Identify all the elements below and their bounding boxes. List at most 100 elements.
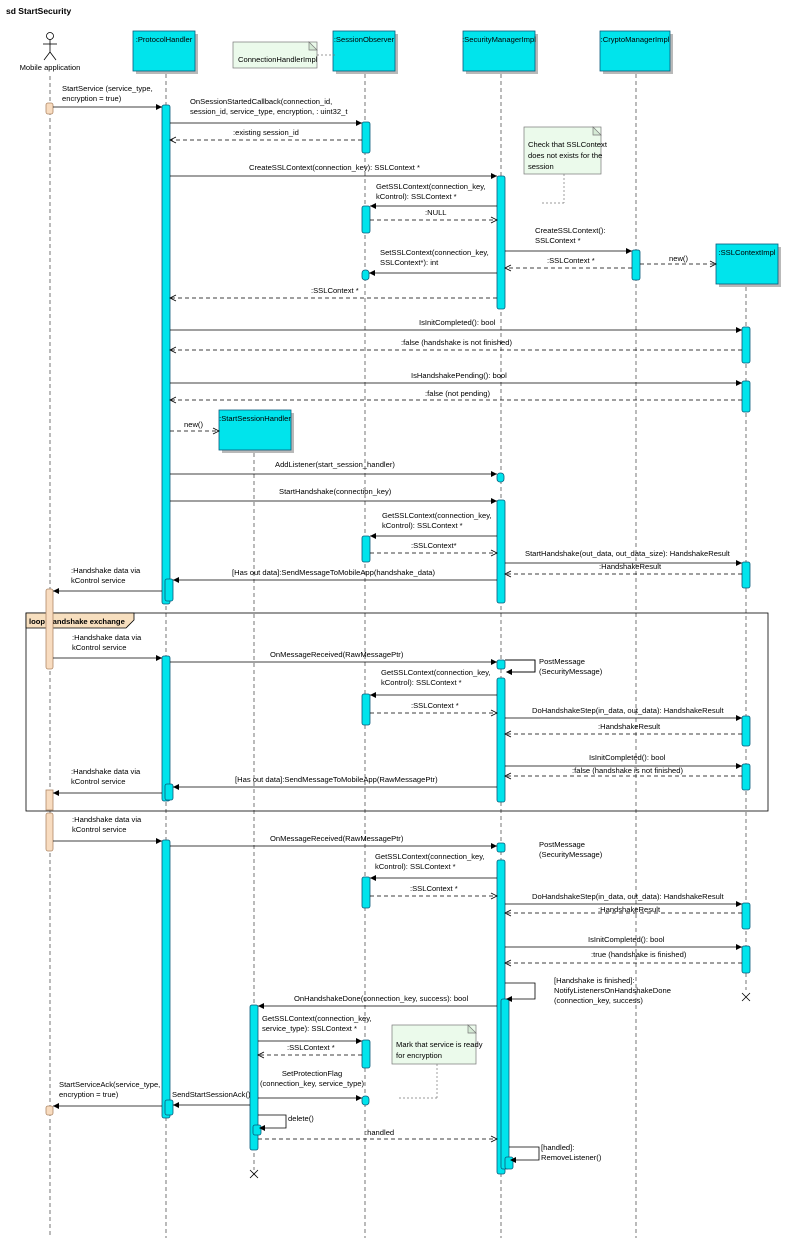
message-7-label: SSLContext * (535, 236, 581, 245)
message-31-label: :HandshakeResult (598, 722, 661, 731)
message-42: :HandshakeResult (504, 905, 742, 917)
message-51: SendStartSessionAck() (172, 1090, 251, 1108)
message-49: SetProtectionFlag(connection_key, servic… (258, 1069, 365, 1101)
message-52-label: delete() (288, 1114, 314, 1123)
message-46-label: OnHandshakeDone(connection_key, success)… (294, 994, 469, 1003)
message-6: :NULL (370, 208, 498, 224)
participant-ssl-context-label: :SSLContextImpl (719, 248, 776, 257)
message-41: DoHandshakeStep(in_data, out_data): Hand… (505, 892, 742, 907)
message-52: delete() (258, 1114, 314, 1131)
message-23: [Has out data]:SendMessageToMobileApp(ha… (173, 568, 497, 583)
note-connection-handler: ConnectionHandlerImpl (232, 41, 336, 69)
message-28: GetSSLContext(connection_key,kControl): … (370, 668, 497, 698)
message-21-label: StartHandshake(out_data, out_data_size):… (525, 549, 731, 558)
message-29-label: :SSLContext * (411, 701, 459, 710)
message-51-label: SendStartSessionAck() (172, 1090, 251, 1099)
message-37: OnMessageReceived(RawMessagePtr) (170, 834, 497, 849)
message-16: new() (170, 420, 220, 435)
message-24-label: kControl service (71, 576, 125, 585)
message-9: :SSLContext * (504, 256, 632, 272)
message-34-label: [Has out data]:SendMessageToMobileApp(Ra… (235, 775, 438, 784)
message-1-label: encryption = true) (62, 94, 122, 103)
message-45: [Handshake is finished]:NotifyListenersO… (505, 976, 671, 1005)
message-30: DoHandshakeStep(in_data, out_data): Hand… (505, 706, 742, 721)
message-5-label: kControl): SSLContext * (376, 192, 457, 201)
message-12: IsInitCompleted(): bool (170, 318, 742, 333)
message-49-label: (connection_key, service_type) (260, 1079, 365, 1088)
message-27-label: PostMessage (539, 657, 585, 666)
message-27-label: (SecurityMessage) (539, 667, 603, 676)
message-43-label: IsInitCompleted(): bool (588, 935, 665, 944)
message-36-label: kControl service (72, 825, 126, 834)
note-connection-handler-text: ConnectionHandlerImpl (238, 55, 318, 64)
participant-security-manager-label: :SecurityManagerImpl (462, 35, 536, 44)
message-18-label: StartHandshake(connection_key) (279, 487, 392, 496)
message-34: [Has out data]:SendMessageToMobileApp(Ra… (173, 775, 497, 790)
message-53-label: :handled (365, 1128, 394, 1137)
message-31: :HandshakeResult (504, 722, 742, 738)
note-check-ssl-line-3: session (528, 162, 554, 171)
message-44: :true (handshake is finished) (504, 950, 742, 967)
note-mark-service-line-1: Mark that service is ready (396, 1040, 483, 1049)
message-33-label: :false (handshake is not finished) (572, 766, 683, 775)
message-54: [handled]:RemoveListener() (509, 1143, 602, 1163)
message-28-label: kControl): SSLContext * (381, 678, 462, 687)
activations (45, 102, 751, 1175)
message-4: CreateSSLContext(connection_key): SSLCon… (170, 163, 497, 179)
message-2: OnSessionStartedCallback(connection_id,s… (170, 97, 362, 126)
message-20: :SSLContext* (370, 541, 498, 557)
message-19-label: GetSSLContext(connection_key, (382, 511, 492, 520)
message-47-label: service_type): SSLContext * (262, 1024, 357, 1033)
message-50-label: encryption = true) (59, 1090, 119, 1099)
message-23-label: [Has out data]:SendMessageToMobileApp(ha… (232, 568, 436, 577)
actor-mobile-label: Mobile application (20, 63, 81, 72)
message-40: :SSLContext * (370, 884, 498, 900)
message-17: AddListener(start_session_handler) (170, 460, 497, 477)
message-1-label: StartService (service_type, (62, 84, 153, 93)
message-25-label: :Handshake data via (72, 633, 142, 642)
message-20-label: :SSLContext* (411, 541, 457, 550)
message-15: :false (not pending) (169, 389, 742, 404)
message-18: StartHandshake(connection_key) (170, 487, 497, 504)
message-19-label: kControl): SSLContext * (382, 521, 463, 530)
message-33: :false (handshake is not finished) (504, 766, 742, 780)
participant-session-observer-label: :SessionObserver (334, 35, 395, 44)
message-5: GetSSLContext(connection_key,kControl): … (370, 182, 497, 209)
message-17-label: AddListener(start_session_handler) (275, 460, 395, 469)
message-15-label: :false (not pending) (425, 389, 490, 398)
message-10: SetSSLContext(connection_key,SSLContext*… (369, 248, 497, 276)
destroy-ssl-context-marker (741, 992, 751, 1002)
message-46: OnHandshakeDone(connection_key, success)… (258, 994, 497, 1009)
message-42-label: :HandshakeResult (598, 905, 661, 914)
destroy-start-session-handler-marker (249, 1169, 259, 1179)
message-44-label: :true (handshake is finished) (591, 950, 687, 959)
message-10-label: SetSSLContext(connection_key, (380, 248, 489, 257)
message-50: StartServiceAck(service_type,encryption … (53, 1080, 162, 1109)
message-13: :false (handshake is not finished) (169, 338, 742, 354)
message-2-label: session_id, service_type, encryption, : … (190, 107, 348, 116)
note-check-ssl: Check that SSLContext does not exists fo… (523, 126, 608, 204)
participant-session-observer: :SessionObserver (332, 30, 398, 74)
message-32: IsInitCompleted(): bool (505, 753, 742, 769)
message-9-label: :SSLContext * (547, 256, 595, 265)
message-12-label: IsInitCompleted(): bool (419, 318, 496, 327)
message-8-label: new() (669, 254, 688, 263)
message-13-label: :false (handshake is not finished) (401, 338, 512, 347)
note-mark-service-line-2: for encryption (396, 1051, 442, 1060)
messages: StartService (service_type,encryption = … (53, 84, 742, 1163)
message-2-label: OnSessionStartedCallback(connection_id, (190, 97, 332, 106)
message-37-label: OnMessageReceived(RawMessagePtr) (270, 834, 404, 843)
message-48: :SSLContext * (257, 1043, 362, 1059)
message-38-label: (SecurityMessage) (539, 850, 603, 859)
message-14: IsHandshakePending(): bool (170, 371, 742, 386)
message-39-label: GetSSLContext(connection_key, (375, 852, 485, 861)
message-3: :existing session_id (169, 128, 362, 144)
note-check-ssl-line-2: does not exists for the (528, 151, 602, 160)
participant-start-session-handler-label: :StartSessionHandler (219, 414, 291, 423)
message-39: GetSSLContext(connection_key,kControl): … (370, 852, 497, 881)
message-47: GetSSLContext(connection_key,service_typ… (258, 1014, 372, 1044)
participant-protocol-handler: :ProtocolHandler (132, 30, 198, 74)
